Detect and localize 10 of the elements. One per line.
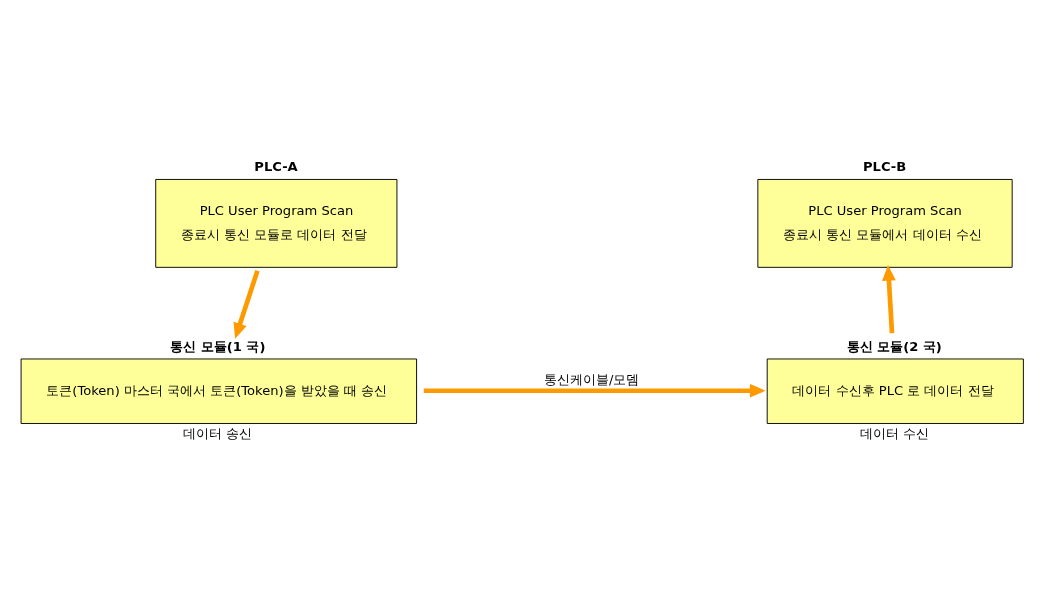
arrow	[233, 269, 260, 339]
node-label: 통신 모듈(1 국)	[170, 338, 266, 354]
arrow	[882, 264, 896, 333]
arrow	[423, 383, 766, 398]
node-label: PLC-A	[254, 158, 298, 174]
node-label: 데이터 송신	[183, 425, 253, 441]
edge-label: 통신케이블/모뎀	[543, 371, 640, 387]
node-label: 통신 모듈(2 국)	[846, 338, 942, 354]
node-label: 데이터 수신	[859, 425, 929, 441]
node-label: PLC-B	[863, 158, 907, 174]
